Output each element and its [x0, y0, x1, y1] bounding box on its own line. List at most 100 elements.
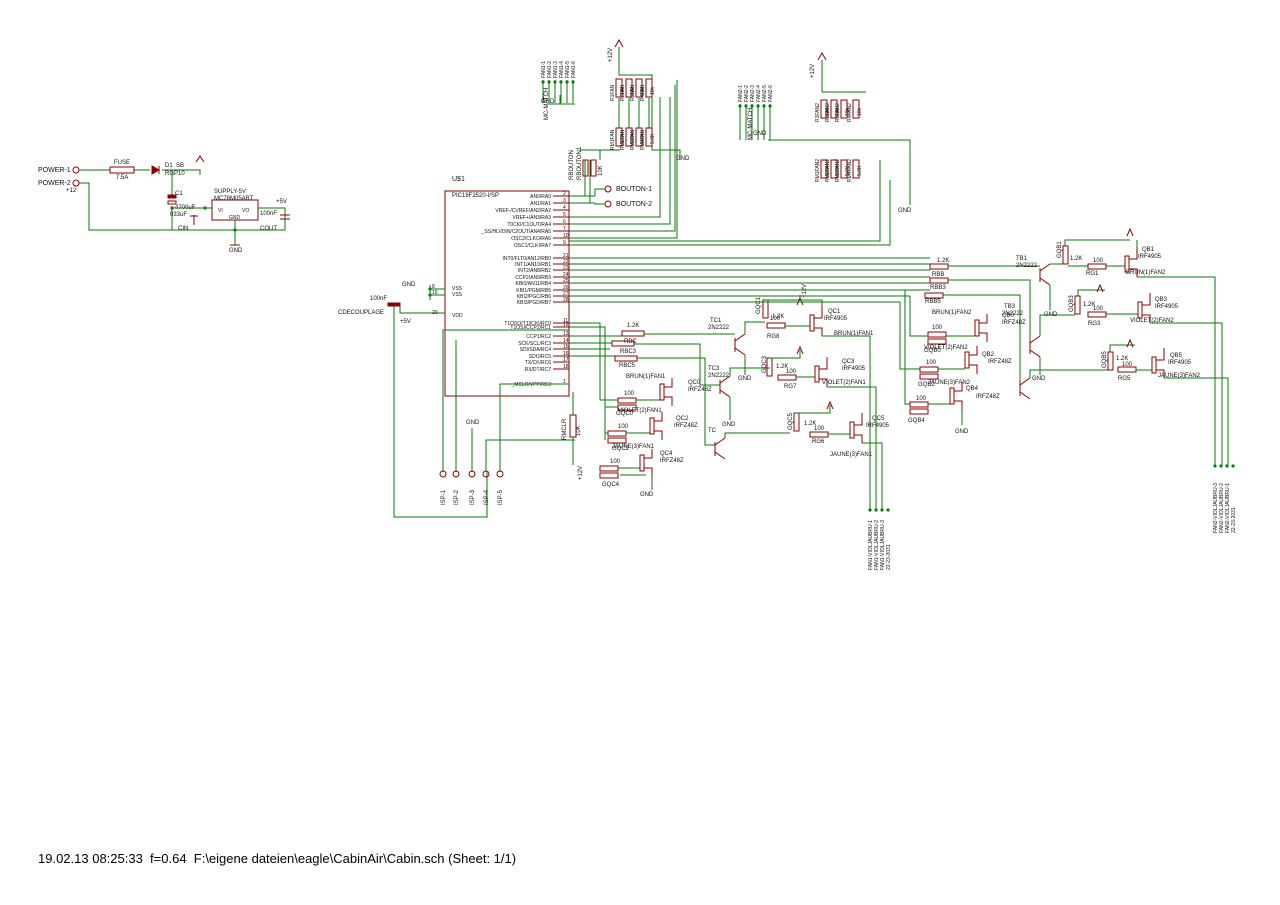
tb3-ref: TB3 [1004, 304, 1016, 310]
gqc4-resistor [599, 465, 619, 472]
divider-resistor-label: R1FAN [610, 84, 616, 101]
output-connector-dot [874, 508, 878, 512]
regulator-gnd: GND [229, 215, 241, 221]
gqb0-value: 100 [932, 325, 943, 331]
gqc1-value: 1.2K [772, 314, 784, 320]
mcu-pin-label: INT0/FLT0/AN12/RB0 [502, 256, 551, 262]
gqc0-value: 100 [624, 391, 635, 397]
mcu-pin-label: VREF-/CVREF/AN2/RA2 [495, 208, 551, 214]
divider-resistor [840, 99, 848, 119]
divider-resistor [635, 78, 643, 98]
divider-resistor-value: 10k [857, 107, 863, 116]
gqc3-resistor [766, 357, 773, 377]
output-connector-label: FAN1-VIOLJAUBRU-1 [868, 520, 874, 570]
divider-resistor-value: 5.6K [630, 133, 636, 144]
violet-fan2-low: VIOLET(2)FAN2 [924, 345, 968, 351]
button2-terminal[interactable] [604, 200, 612, 208]
mcu-pin-label: KBI3/PGD/RB7 [517, 300, 551, 306]
tc3-gnd: GND [722, 422, 736, 428]
tc1-gnd: GND [738, 376, 752, 382]
gqc2-resistor [607, 430, 627, 437]
tb5-transistor[interactable] [1019, 377, 1031, 400]
qb2-mosfet[interactable]: QB2 IRFZ48Z [964, 346, 1012, 374]
tb1-transistor[interactable]: TB1 2N2222 [1016, 256, 1051, 286]
output-connector-label: FAN1-VIOLJAUBRU-3 [880, 520, 886, 570]
tc5-transistor[interactable]: TC [708, 428, 726, 460]
qc2-mosfet[interactable]: QC2 IRFZ48Z [649, 412, 698, 440]
gqb3-value: 1.2K [1083, 302, 1095, 308]
qb4-mosfet[interactable]: QB4 IRFZ48Z [949, 382, 1000, 410]
diode-part2: RGP10 [165, 171, 185, 177]
power1-terminal[interactable] [72, 166, 80, 174]
gqb4-value: 100 [916, 396, 927, 402]
mcu-pin-number: 3 [563, 198, 566, 204]
qc4-part: IRFZ48Z [660, 458, 684, 464]
tc3-transistor[interactable]: TC3 2N2222 [708, 366, 731, 398]
qc4-mosfet[interactable]: QC4 IRFZ48Z [639, 449, 684, 477]
qb3-mosfet[interactable]: QB3 IRF4905 [1137, 293, 1179, 323]
mcu-pin-number: 24 [563, 272, 569, 278]
fan1-driver-section: 1.2K RBC RBC3 RBC5 TC1 2N2222 GND TC3 2N… [569, 284, 892, 570]
divider-resistor [625, 78, 633, 98]
power1-label: POWER-1 [38, 167, 71, 174]
qc3-mosfet[interactable]: QC3 IRF4905 [814, 357, 866, 387]
qc5-mosfet[interactable]: QC5 IRF4905 [849, 413, 890, 443]
rg7-value: 100 [786, 369, 797, 375]
output-connector-dot [1213, 464, 1217, 468]
tc1-transistor[interactable]: TC1 2N2222 [708, 318, 746, 356]
mcu-pin-label: T1OSO/T13CKI/RC0 [504, 321, 551, 327]
power2-label: POWER-2 [38, 180, 71, 187]
mcu-pin-number: 5 [563, 212, 566, 218]
brun-fan2-label: BRUN(1)FAN2 [1126, 270, 1166, 276]
divider-resistor [615, 78, 623, 98]
qc1-mosfet[interactable]: QC1 IRF4905 [809, 306, 848, 336]
rg5-label: RG5 [1118, 376, 1131, 382]
qb4-part: IRFZ48Z [976, 394, 1000, 400]
rbouton-label: RBOUTON [569, 150, 575, 180]
mcu-vdd: VDD [452, 313, 463, 319]
cin-label: CIN [178, 226, 188, 232]
mcu-pin-number: 1 [563, 379, 566, 385]
divider-resistor-label: RM3FAN2 [835, 159, 841, 182]
mcu-pin-number: 28 [563, 297, 569, 303]
gqb5-value: 1.2K [1116, 356, 1128, 362]
fan1-gnd2: GND [676, 156, 690, 162]
qb1-part: IRF4905 [1138, 254, 1162, 260]
connector-pin-dot [750, 104, 754, 108]
qb1-mosfet[interactable]: QB1 IRF4905 [1124, 247, 1162, 277]
fuse-symbol [109, 166, 135, 174]
connector-pin-dot [738, 104, 742, 108]
mcu-vss1: VSS [452, 286, 463, 292]
divider-resistor [830, 99, 838, 119]
jaune-fan1-label: JAUNE(3)FAN1 [830, 452, 873, 458]
divider-resistor-value: 5.6K [825, 165, 831, 176]
button1-terminal[interactable] [604, 185, 612, 193]
connector-pin-dot [744, 104, 748, 108]
connector-pin-dot [762, 104, 766, 108]
gqb1-label: GQB1 [1057, 241, 1063, 258]
power2-terminal[interactable] [72, 179, 80, 187]
mcu-body[interactable] [444, 190, 570, 397]
rg6-value: 100 [814, 426, 825, 432]
qb0-mosfet[interactable]: QB0 IRFZ48Z [974, 313, 1026, 342]
mcu-pin20: 20 [432, 310, 438, 316]
rmclr-label: RMCLR [562, 418, 568, 440]
rbc-label: RBC [624, 339, 637, 345]
rg1-label: RG1 [1086, 271, 1099, 277]
buttons-section: BOUTON-1 BOUTON-2 RBOUTON RBOUTON1 10K [569, 146, 652, 208]
mcu-pin-label: VREF+/AN3/RA3 [513, 215, 552, 221]
fan2-gnd: GND [753, 131, 767, 137]
tb3-transistor[interactable]: TB3 2N2222 [1002, 304, 1041, 358]
divider-resistor-value: 10k [620, 86, 626, 95]
mcu-ref: U$1 [452, 176, 465, 183]
qc0-mosfet[interactable]: QC0 IRFZ48Z [659, 378, 712, 406]
divider-resistor-label: R2FAN [620, 84, 626, 101]
qb5-mosfet[interactable]: QB5 IRF4905 [1151, 348, 1192, 378]
mcu-pin-number: 10 [563, 233, 569, 239]
c1-symbol [167, 194, 177, 199]
divider-resistor-value: 10k [845, 107, 851, 116]
fuse-rating: 7.5A [116, 175, 128, 181]
gqc2-label: GQC2 [612, 446, 630, 452]
rbouton1-symbol [590, 159, 597, 177]
